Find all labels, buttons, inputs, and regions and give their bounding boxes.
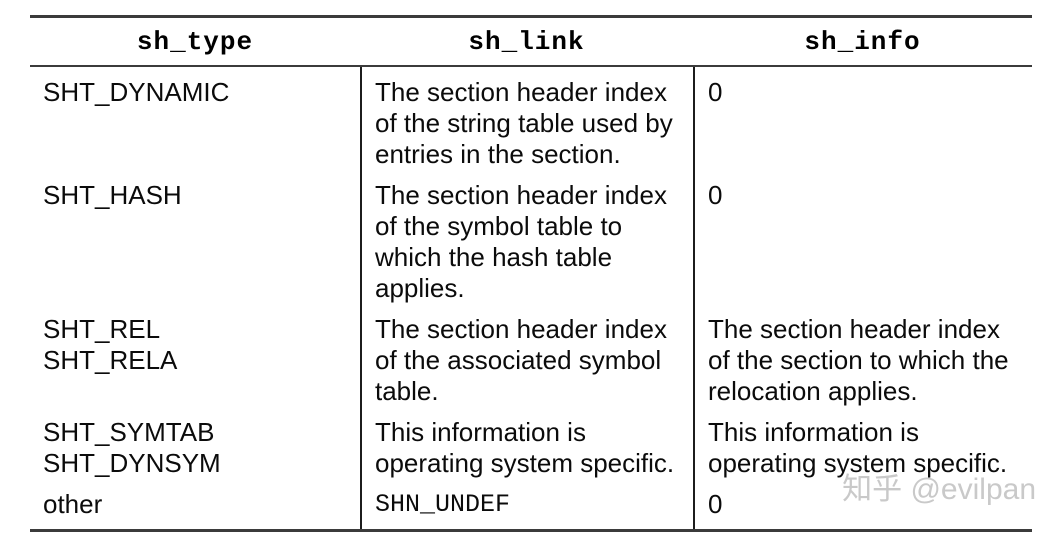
cell-sh-link: The section header index of the associat… xyxy=(360,304,693,407)
column-header-sh-info: sh_info xyxy=(804,26,921,57)
table-row-sht-dynamic: SHT_DYNAMIC The section header index of … xyxy=(30,67,1032,170)
cell-sh-type: SHT_REL SHT_RELA xyxy=(43,314,178,375)
cell-sh-info: 0 xyxy=(693,170,1032,304)
cell-sh-type: SHT_HASH xyxy=(43,180,182,210)
cell-sh-info: 0 xyxy=(693,479,1032,529)
cell-sh-info: This information is operating system spe… xyxy=(693,407,1032,479)
cell-sh-link: SHN_UNDEF xyxy=(360,479,693,529)
column-header-sh-link: sh_link xyxy=(468,26,585,57)
table-row-sht-rel-rela: SHT_REL SHT_RELA The section header inde… xyxy=(30,304,1032,407)
section-header-fields-table: sh_type sh_link sh_info SHT_DYNAMIC The … xyxy=(30,15,1032,532)
cell-sh-type: SHT_DYNAMIC xyxy=(43,77,230,107)
cell-sh-type: SHT_SYMTAB SHT_DYNSYM xyxy=(43,417,221,478)
table-row-other: other SHN_UNDEF 0 xyxy=(30,479,1032,529)
table-header-row: sh_type sh_link sh_info xyxy=(30,18,1032,67)
cell-sh-info: The section header index of the section … xyxy=(693,304,1032,407)
cell-sh-link: This information is operating system spe… xyxy=(360,407,693,479)
table-row-sht-hash: SHT_HASH The section header index of the… xyxy=(30,170,1032,304)
cell-sh-info: 0 xyxy=(693,67,1032,170)
cell-sh-link: The section header index of the symbol t… xyxy=(360,170,693,304)
cell-sh-type: other xyxy=(43,489,103,519)
cell-sh-link: The section header index of the string t… xyxy=(360,67,693,170)
table-body: SHT_DYNAMIC The section header index of … xyxy=(30,67,1032,529)
column-header-sh-type: sh_type xyxy=(136,26,254,57)
table-row-sht-symtab-dynsym: SHT_SYMTAB SHT_DYNSYM This information i… xyxy=(30,407,1032,479)
zhihu-watermark: 知乎 @evilpan xyxy=(842,473,1036,506)
